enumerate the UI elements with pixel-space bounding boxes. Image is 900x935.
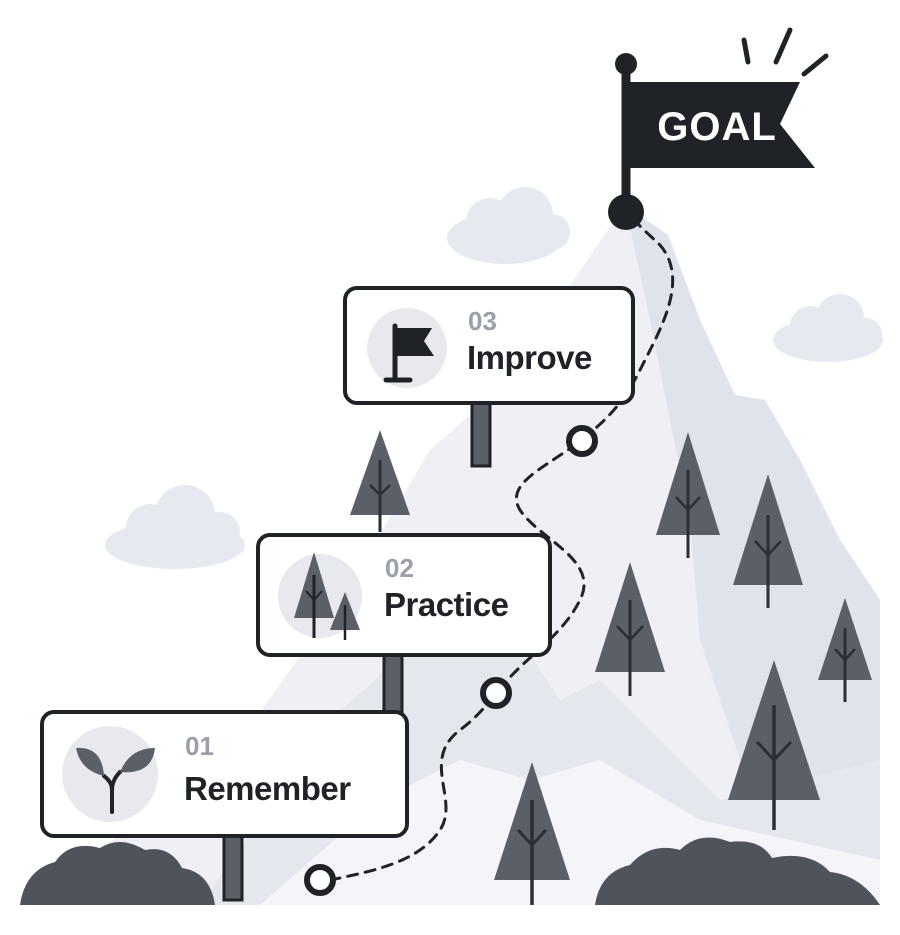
sign-post <box>470 396 492 468</box>
goal-label: GOAL <box>657 105 777 149</box>
tree <box>350 430 410 532</box>
bush-right <box>595 837 880 905</box>
tree <box>595 562 665 696</box>
tree <box>733 474 803 608</box>
tree <box>818 598 872 702</box>
flag-pole-top <box>615 53 637 75</box>
cloud <box>447 187 570 264</box>
step-number: 02 <box>385 553 414 583</box>
sign-step-3: 03 Improve <box>343 286 635 468</box>
tree <box>728 660 820 830</box>
path-marker-mid-2 <box>566 425 598 457</box>
flag-icon <box>383 323 434 383</box>
path-marker-start <box>304 864 336 896</box>
step-number: 01 <box>185 731 214 761</box>
step-label: Practice <box>384 586 509 623</box>
goal-flag: GOAL <box>608 27 829 230</box>
bush-left <box>20 841 215 905</box>
step-label: Improve <box>467 339 592 376</box>
summit-marker <box>608 194 644 230</box>
sprout-icon <box>76 747 155 814</box>
tree <box>656 432 720 558</box>
sign-step-2: 02 Practice <box>256 533 552 718</box>
path-markers <box>304 425 598 896</box>
path-trail <box>328 210 675 882</box>
step-label: Remember <box>184 770 351 807</box>
path-marker-mid-1 <box>480 677 512 709</box>
burst-lines <box>741 27 829 77</box>
step-number: 03 <box>468 306 497 336</box>
bushes <box>20 837 880 905</box>
trees <box>350 430 872 905</box>
flag-banner <box>628 82 815 168</box>
sign-post <box>382 648 404 718</box>
sign-step-1: 01 Remember <box>40 710 409 902</box>
cloud <box>105 485 245 569</box>
clouds <box>105 187 883 569</box>
cloud <box>773 294 883 362</box>
pine-trees-icon <box>294 552 360 640</box>
tree <box>494 762 570 905</box>
sign-post <box>222 828 244 902</box>
